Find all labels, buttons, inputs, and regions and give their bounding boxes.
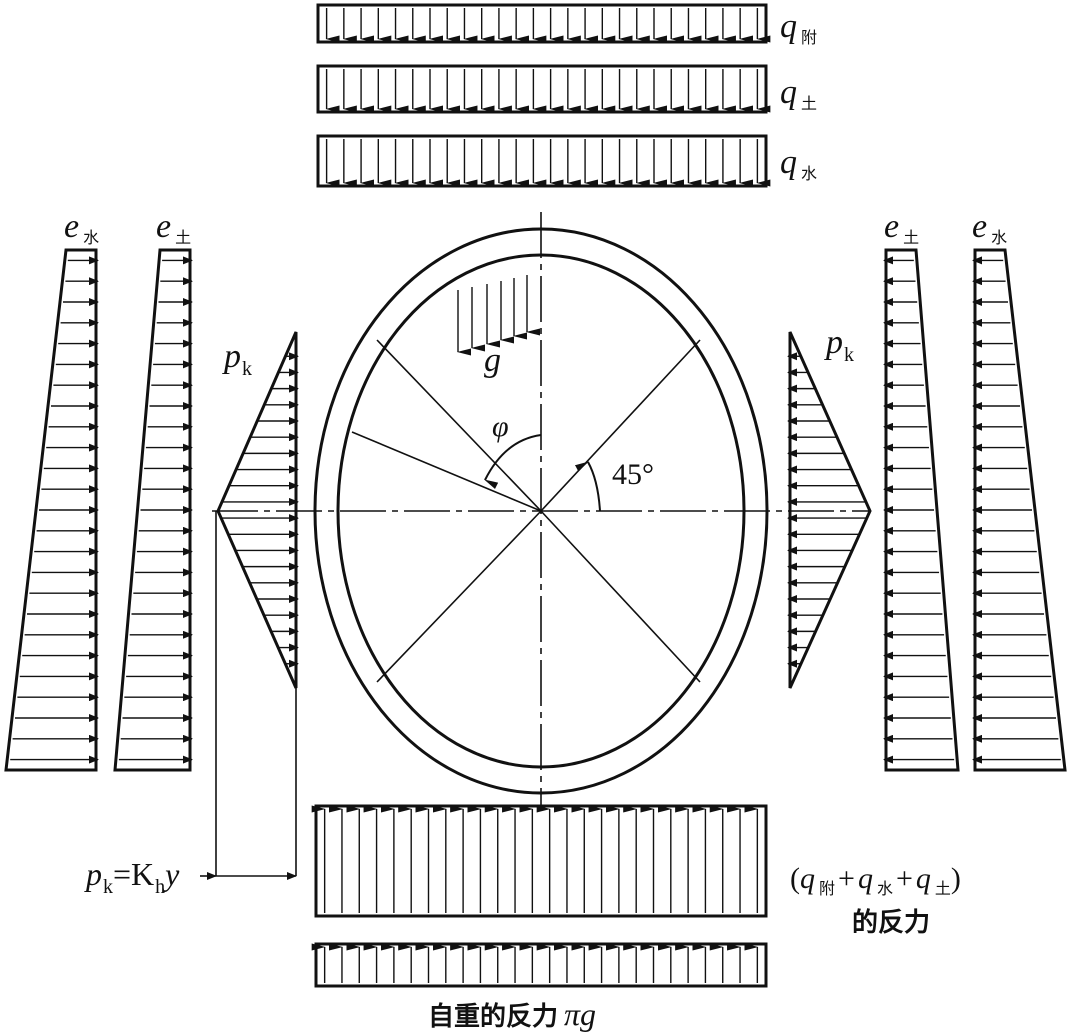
reaction-box-surcharge <box>311 804 768 918</box>
load-box-q-attached <box>316 3 771 44</box>
resistance-triangle-right <box>787 331 872 689</box>
box-outline <box>316 134 768 188</box>
center-lines <box>212 212 870 805</box>
self-weight-arrows <box>457 275 540 356</box>
label-pk-right: pk <box>826 324 854 366</box>
lateral-pressure-water-left <box>4 248 99 772</box>
pk-dimension <box>200 511 297 880</box>
box-outline <box>314 804 768 918</box>
resistance-triangle-left <box>216 331 299 689</box>
label-pk-formula: pk=Khy <box>86 856 180 898</box>
angle-arc-phi <box>484 434 542 489</box>
label-reaction-text: 的反力 <box>852 908 931 938</box>
reaction-box-selfweight <box>311 942 768 988</box>
triangle-outline <box>216 331 298 689</box>
box-outline <box>314 942 768 988</box>
box-outline <box>316 64 768 114</box>
label-45-degrees: 45° <box>612 458 654 491</box>
angle-arc-45 <box>574 461 601 512</box>
lateral-pressure-soil-right <box>883 248 960 772</box>
label-g: g <box>484 342 501 379</box>
radial-lines <box>351 339 701 683</box>
label-pk-left: pk <box>224 338 252 380</box>
load-box-q-water <box>316 134 771 188</box>
lateral-pressure-soil-left <box>113 248 193 772</box>
label-phi: φ <box>492 410 509 443</box>
load-box-q-soil <box>316 64 771 114</box>
triangle-outline <box>788 331 872 689</box>
box-outline <box>316 3 768 44</box>
lateral-pressure-water-right <box>972 248 1067 772</box>
